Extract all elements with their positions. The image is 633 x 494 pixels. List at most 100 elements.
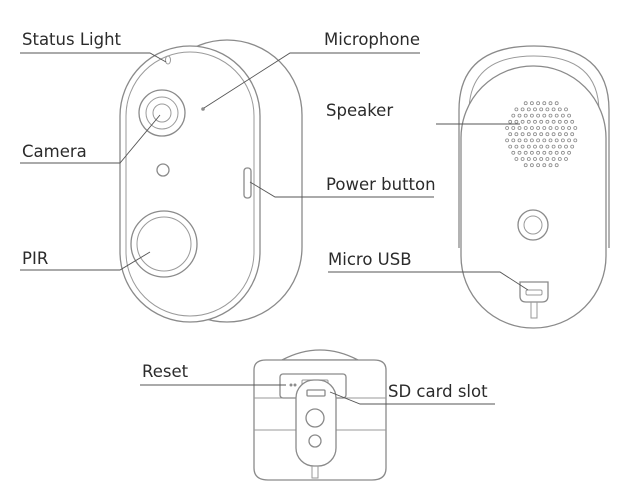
speaker-hole [530,138,534,143]
speaker-hole [523,150,528,155]
speaker-hole [548,113,553,118]
speaker-hole [548,163,553,168]
speaker-hole [561,113,565,118]
speaker-hole [567,126,571,130]
speaker-hole [526,144,531,149]
label-micro-usb: Micro USB [328,250,412,269]
speaker-hole [517,150,522,155]
speaker-hole [567,113,571,118]
speaker-hole [536,163,540,168]
speaker-hole [508,119,513,124]
speaker-hole [542,126,547,130]
label-pir: PIR [22,249,48,268]
speaker-hole [573,138,578,143]
speaker-hole [520,144,525,149]
speaker-hole [526,107,531,112]
speaker-hole [542,150,547,155]
label-sd-card-slot: SD card slot [388,382,488,401]
speaker-hole [561,150,565,155]
speaker-hole [545,132,550,137]
speaker-hole [514,144,519,149]
doorbell-front-icon [119,39,303,323]
speaker-hole [526,157,531,161]
speaker-hole [542,101,547,106]
speaker-hole [508,132,513,137]
speaker-hole [536,101,540,106]
speaker-hole [551,157,556,161]
speaker-hole [554,138,559,143]
speaker-hole [536,138,540,143]
speaker-grille [505,101,578,168]
speaker-hole [548,150,553,155]
speaker-hole [533,132,537,137]
speaker-hole [557,157,562,161]
speaker-hole [548,126,553,130]
speaker-hole [539,107,544,112]
speaker-hole [564,144,568,149]
speaker-hole [533,157,537,161]
speaker-hole [554,150,559,155]
speaker-hole [520,107,525,112]
speaker-hole [545,107,550,112]
speaker-hole [561,126,565,130]
speaker-hole [526,132,531,137]
speaker-hole [561,138,565,143]
speaker-hole [554,163,559,168]
speaker-hole [523,101,528,106]
label-reset: Reset [142,362,189,381]
speaker-hole [520,119,525,124]
speaker-hole [557,132,562,137]
speaker-hole [557,119,562,124]
speaker-hole [533,119,537,124]
speaker-hole [523,138,528,143]
speaker-hole [573,126,578,130]
speaker-hole [567,138,571,143]
speaker-hole [539,144,544,149]
speaker-hole [520,157,525,161]
speaker-hole [536,113,540,118]
speaker-hole [548,101,553,106]
speaker-hole [517,138,522,143]
speaker-hole [533,144,537,149]
speaker-hole [542,113,547,118]
speaker-hole [520,132,525,137]
speaker-hole [514,132,519,137]
speaker-hole [548,138,553,143]
speaker-hole [545,144,550,149]
speaker-hole [530,150,534,155]
speaker-hole [554,126,559,130]
speaker-hole [517,113,522,118]
speaker-hole [511,138,516,143]
speaker-hole [554,101,559,106]
speaker-hole [505,138,510,143]
speaker-hole [545,119,550,124]
doorbell-bottom-icon [253,349,387,481]
speaker-hole [564,119,568,124]
speaker-hole [511,150,516,155]
speaker-hole [517,126,522,130]
speaker-hole [514,119,519,124]
speaker-hole [564,157,568,161]
speaker-hole [564,132,568,137]
speaker-hole [511,113,516,118]
speaker-hole [530,113,534,118]
speaker-hole [523,126,528,130]
speaker-hole [514,107,519,112]
speaker-hole [530,163,534,168]
speaker-hole [570,144,575,149]
label-speaker: Speaker [326,101,393,120]
speaker-hole [557,107,562,112]
speaker-hole [542,138,547,143]
speaker-hole [533,107,537,112]
speaker-hole [545,157,550,161]
label-microphone: Microphone [324,30,420,49]
speaker-hole [505,126,510,130]
doorbell-back-icon [458,45,610,329]
label-status-light: Status Light [22,30,122,49]
speaker-hole [526,119,531,124]
label-power-button: Power button [326,175,436,194]
speaker-hole [536,150,540,155]
speaker-hole [539,119,544,124]
speaker-hole [570,119,575,124]
